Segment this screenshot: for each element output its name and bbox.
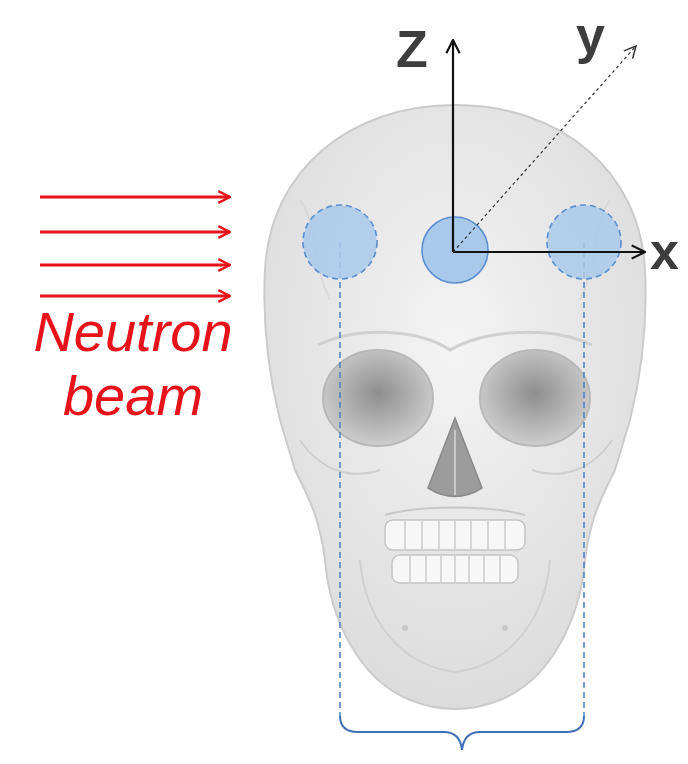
axis-label: Z bbox=[396, 20, 446, 80]
beam-label: Neutron beam bbox=[2, 300, 264, 429]
beam-arrows bbox=[40, 197, 230, 296]
axis-label: x bbox=[650, 222, 684, 282]
bracket bbox=[340, 716, 584, 750]
axis-label: y bbox=[576, 6, 616, 66]
